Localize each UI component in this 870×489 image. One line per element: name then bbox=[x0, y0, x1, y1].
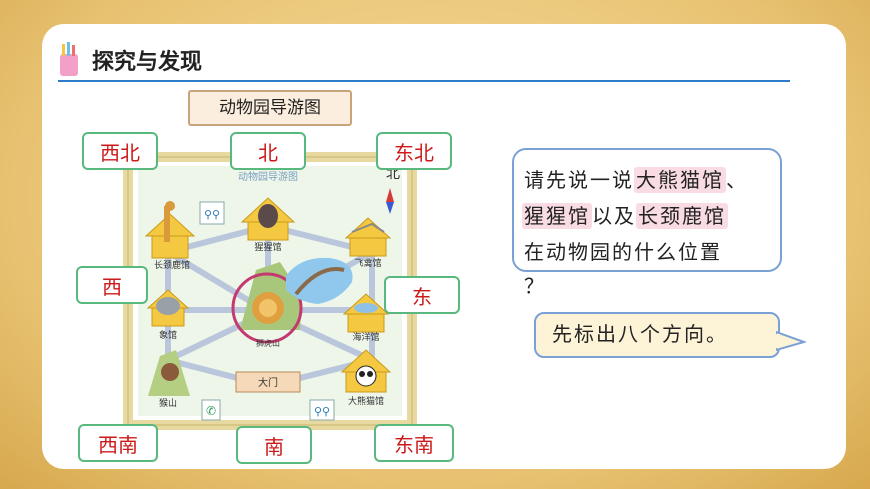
svg-text:✆: ✆ bbox=[206, 404, 216, 418]
giraffe-house-icon bbox=[144, 201, 196, 259]
question-mark: ？ bbox=[524, 274, 544, 298]
label-gorilla: 猩猩馆 bbox=[254, 241, 281, 253]
highlight-panda: 大熊猫馆 bbox=[634, 167, 726, 193]
header-rule bbox=[58, 80, 790, 82]
highlight-giraffe: 长颈鹿馆 bbox=[636, 203, 728, 229]
restroom-icon: ⚲⚲ bbox=[199, 201, 225, 225]
restroom-icon-bottom: ⚲⚲ bbox=[309, 399, 335, 421]
lake-bridge-icon bbox=[286, 257, 353, 304]
inner-map-title: 动物园导游图 bbox=[238, 170, 298, 183]
direction-southeast[interactable]: 东南 bbox=[374, 424, 454, 462]
label-gate: 大门 bbox=[258, 376, 278, 389]
label-ocean: 海洋馆 bbox=[352, 331, 379, 343]
highlight-gorilla: 猩猩馆 bbox=[522, 203, 592, 229]
svg-text:⚲⚲: ⚲⚲ bbox=[314, 405, 330, 418]
bird-house-icon bbox=[344, 217, 392, 257]
direction-southwest[interactable]: 西南 bbox=[78, 424, 158, 462]
telephone-icon: ✆ bbox=[201, 399, 221, 421]
direction-northwest[interactable]: 西北 bbox=[82, 132, 158, 170]
section-title: 探究与发现 bbox=[92, 50, 203, 75]
label-giraffe: 长颈鹿馆 bbox=[154, 259, 190, 271]
label-lion: 狮虎山 bbox=[256, 338, 280, 348]
panda-house-icon bbox=[340, 349, 392, 393]
north-marker-label: 北 bbox=[386, 166, 400, 182]
label-birds: 飞禽馆 bbox=[354, 257, 381, 269]
map-title: 动物园导游图 bbox=[188, 90, 352, 126]
direction-north[interactable]: 北 bbox=[230, 132, 306, 170]
section-header: 探究与发现 bbox=[58, 38, 788, 82]
hint-bubble: 先标出八个方向。 bbox=[534, 312, 780, 358]
question-line-1: 请先说一说大熊猫馆、 bbox=[524, 164, 748, 193]
label-monkey: 猴山 bbox=[159, 397, 177, 409]
monkey-mountain-icon bbox=[148, 350, 190, 396]
elephant-house-icon bbox=[146, 289, 190, 327]
question-line-3: 在动物园的什么位置 bbox=[524, 240, 722, 264]
direction-west[interactable]: 西 bbox=[76, 266, 148, 304]
lion-highlight-circle bbox=[231, 272, 303, 344]
compass-needle-icon bbox=[386, 188, 394, 214]
label-panda: 大熊猫馆 bbox=[348, 395, 384, 407]
bubble-tail bbox=[776, 330, 806, 352]
gate-box bbox=[235, 371, 301, 393]
label-elephant: 象馆 bbox=[159, 329, 177, 341]
question-text: 、 bbox=[726, 168, 748, 192]
question-line-2: 猩猩馆以及长颈鹿馆 bbox=[522, 200, 728, 229]
direction-south[interactable]: 南 bbox=[236, 426, 312, 464]
gorilla-house-icon bbox=[240, 197, 296, 241]
direction-northeast[interactable]: 东北 bbox=[376, 132, 452, 170]
ocean-house-icon bbox=[342, 293, 390, 333]
pencil-cup-icon bbox=[60, 42, 78, 76]
svg-text:⚲⚲: ⚲⚲ bbox=[204, 208, 220, 221]
question-text: 以及 bbox=[592, 204, 636, 228]
direction-east[interactable]: 东 bbox=[384, 276, 460, 314]
question-text: 请先说一说 bbox=[524, 168, 634, 192]
